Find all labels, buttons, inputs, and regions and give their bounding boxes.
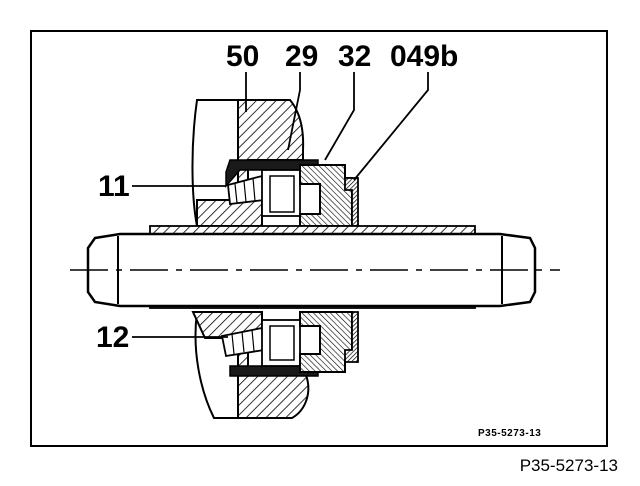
- bearing-outer-race-upper: [225, 159, 319, 188]
- bearing-rollers-upper: [227, 169, 301, 217]
- callout-12: 12: [96, 321, 129, 354]
- callout-11: 11: [98, 170, 130, 203]
- inner-figure-code: P35-5273-13: [478, 428, 541, 439]
- callout-50: 50: [226, 40, 259, 73]
- leader-29: [287, 72, 301, 151]
- callout-049b: 049b: [390, 40, 458, 73]
- seal-ring-lower: [344, 311, 359, 363]
- bearing-rollers-lower: [220, 319, 301, 367]
- figure-code: P35-5273-13: [519, 456, 618, 475]
- leader-32: [324, 72, 355, 161]
- leader-049b: [353, 72, 429, 181]
- callout-32: 32: [338, 40, 371, 73]
- callout-29: 29: [285, 40, 318, 73]
